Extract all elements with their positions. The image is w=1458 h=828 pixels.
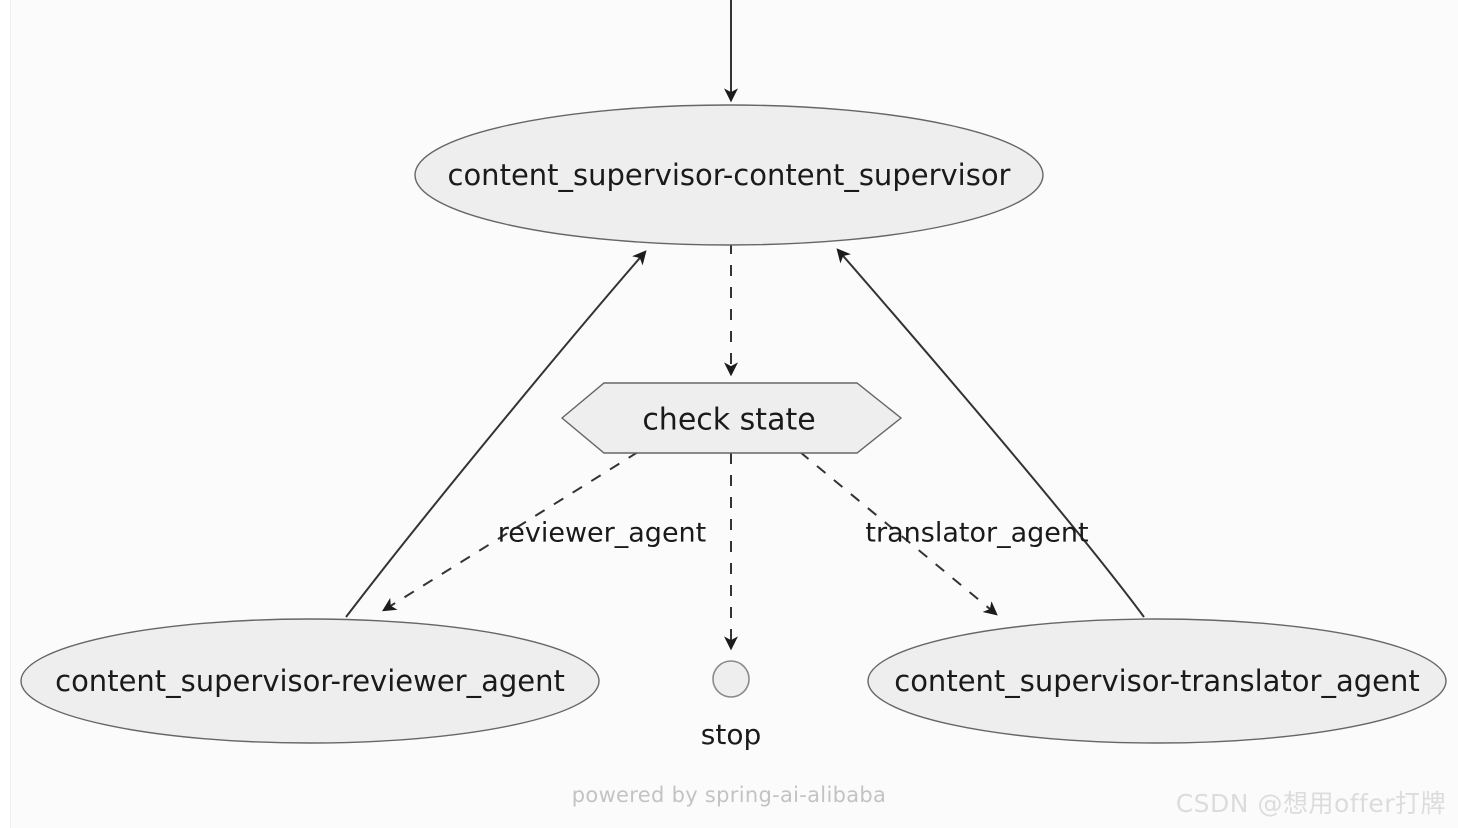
node-check-state[interactable]: check state (560, 382, 903, 454)
node-label-translator-agent: content_supervisor-translator_agent (894, 664, 1419, 698)
node-content-supervisor[interactable]: content_supervisor-content_supervisor (414, 104, 1044, 246)
node-label-check-state: check state (642, 403, 815, 438)
csdn-watermark: CSDN @想用offer打牌 (1175, 789, 1446, 818)
node-label-stop: stop (701, 718, 761, 751)
node-label-reviewer-agent: content_supervisor-reviewer_agent (55, 664, 565, 698)
node-stop[interactable]: stop (701, 660, 761, 751)
edge-reviewer-to-supervisor (345, 250, 647, 618)
node-label-content-supervisor: content_supervisor-content_supervisor (448, 158, 1011, 192)
edge-label-reviewer-agent: reviewer_agent (498, 518, 707, 549)
powered-by-footer: powered by spring-ai-alibaba (571, 783, 887, 807)
edge-translator-to-supervisor (836, 248, 1145, 618)
edge-label-translator-agent: translator_agent (865, 518, 1088, 549)
edge-check-to-reviewer (382, 451, 639, 612)
node-translator-agent[interactable]: content_supervisor-translator_agent (867, 618, 1447, 744)
node-reviewer-agent[interactable]: content_supervisor-reviewer_agent (20, 618, 600, 744)
